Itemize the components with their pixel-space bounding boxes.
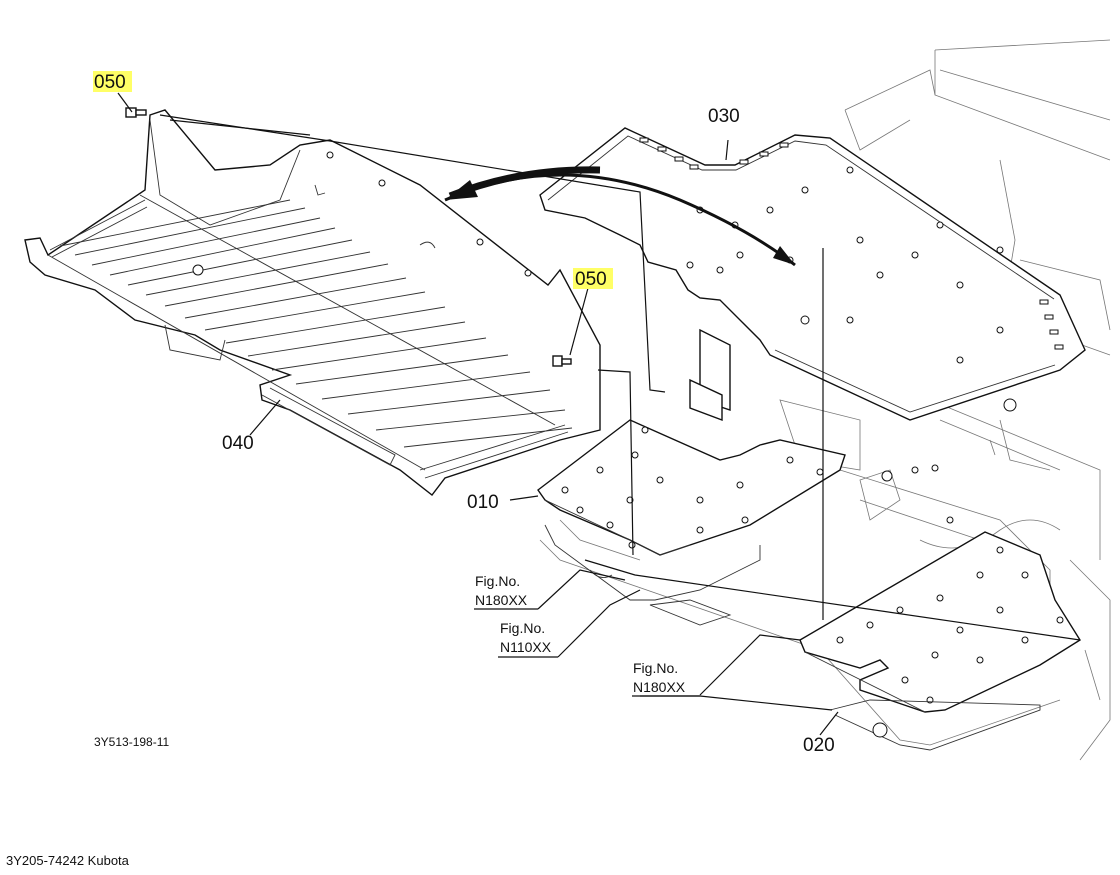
bolt-050-right (552, 355, 572, 367)
callout-030[interactable]: 030 (708, 106, 740, 127)
fig-ref-1-label: Fig.No. (475, 573, 520, 589)
fig-ref-2-number[interactable]: N110XX (500, 639, 552, 655)
plate-slots (639, 137, 1064, 350)
callout-010[interactable]: 010 (467, 492, 499, 513)
fig-ref-3-label: Fig.No. (633, 660, 678, 676)
part-010-plate (537, 419, 846, 556)
callout-020[interactable]: 020 (803, 735, 835, 756)
mat-ribs (59, 199, 573, 448)
footer-caption: 3Y205-74242 Kubota (6, 853, 129, 868)
figure-references: Fig.No. N180XX Fig.No. N110XX Fig.No. N1… (475, 573, 686, 695)
fig-ref-3-number[interactable]: N180XX (633, 679, 686, 695)
callout-050-top[interactable]: 050 (94, 72, 126, 93)
callout-040[interactable]: 040 (222, 433, 254, 454)
lower-base-plate (544, 524, 761, 626)
part-040-mat (24, 109, 601, 496)
mat-cleats (49, 199, 569, 479)
assembly-arrow (444, 166, 796, 267)
fig-ref-1-number[interactable]: N180XX (475, 592, 528, 608)
part-030-plate (539, 127, 1086, 422)
leader-lines (117, 92, 1081, 736)
callout-labels: 050 050 030 040 010 020 (93, 71, 835, 756)
highlight-050-top (93, 71, 132, 92)
chassis-frame (539, 39, 1111, 761)
callout-050-right[interactable]: 050 (575, 269, 607, 290)
highlight-050-right (573, 268, 613, 289)
bolt-050-top (125, 107, 147, 118)
part-020-plate (799, 531, 1081, 751)
drawing-code: 3Y513-198-11 (94, 735, 169, 749)
fig-ref-2-label: Fig.No. (500, 620, 545, 636)
